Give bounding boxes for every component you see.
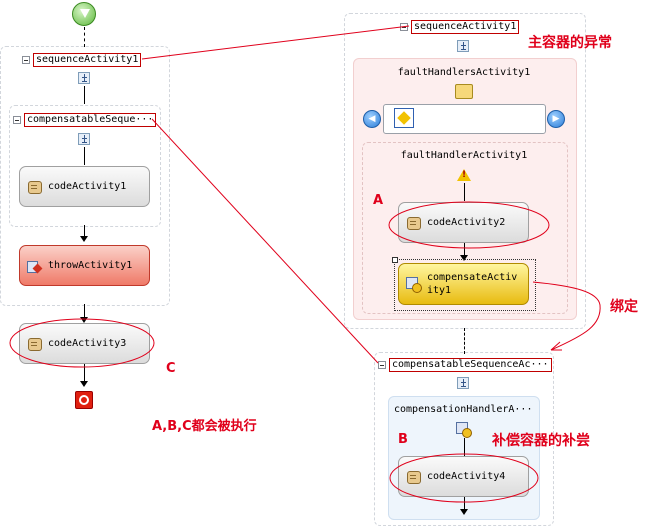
nav-right-button[interactable]: ▶ [547,110,565,128]
warning-icon [457,169,471,181]
drop-handle-icon[interactable] [78,133,90,145]
throw-activity-1[interactable]: throwActivity1 [19,245,150,286]
code-activity-3[interactable]: codeActivity3 [19,323,150,364]
bind-arrowhead [550,341,562,351]
compensate-activity-1[interactable]: compensateActiv ity1 [398,263,529,305]
link-line-sequence [141,25,410,60]
left-sequence-container[interactable] [0,46,170,306]
connector [84,27,86,47]
scroll-icon [405,215,421,231]
connector [464,328,466,354]
collapse-icon[interactable] [22,56,30,64]
mark-b: B [398,432,408,447]
activity-label: codeActivity2 [427,217,506,228]
fault-handlers-icon [455,84,473,99]
fault-handler-tab[interactable] [394,108,414,128]
code-activity-4[interactable]: codeActivity4 [398,456,529,497]
activity-label: codeActivity3 [48,338,127,349]
collapse-icon[interactable] [13,116,21,124]
workflow-start-icon [72,2,96,26]
fault-handlers-label: faultHandlersActivity1 [397,67,531,78]
fault-handler-strip[interactable] [383,104,546,134]
right-compensatable-header[interactable]: compensatableSequenceAc··· [378,358,552,372]
activity-label-line1: compensateActiv [427,272,518,283]
ellipse-b [389,453,539,503]
drop-handle-icon[interactable] [78,72,90,84]
fault-handler-container[interactable] [362,142,568,314]
right-compensatable-label: compensatableSequenceAc··· [389,358,552,372]
scroll-icon [405,469,421,485]
drop-handle-icon[interactable] [457,40,469,52]
activity-label: codeActivity1 [48,181,127,192]
collapse-icon[interactable] [378,361,386,369]
right-compensatable-container[interactable] [374,352,554,526]
drop-handle-icon[interactable] [457,377,469,389]
note-bind: 绑定 [610,299,638,315]
note-main-exception: 主容器的异常 [528,35,612,51]
right-sequence-label: sequenceActivity1 [411,20,520,34]
left-sequence-header[interactable]: sequenceActivity1 [22,53,142,67]
fault-handler-label: faultHandlerActivity1 [400,150,528,161]
compensation-handler-label: compensationHandlerA··· [394,404,533,415]
scroll-icon [26,336,42,352]
left-compensatable-container[interactable] [9,105,161,227]
ellipse-a [388,201,550,249]
left-sequence-label: sequenceActivity1 [33,53,142,67]
mark-c: C [166,361,176,376]
left-compensatable-label: compensatableSeque··· [24,113,157,127]
ellipse-c [9,318,155,368]
scroll-icon [26,179,42,195]
compensation-handler-icon [455,421,472,438]
link-line-compensatable [151,118,379,364]
activity-label: codeActivity4 [427,471,506,482]
left-compensatable-header[interactable]: compensatableSeque··· [13,113,157,127]
nav-left-button[interactable]: ◀ [363,110,381,128]
compensate-icon [405,276,422,293]
note-all-executed: A,B,C都会被执行 [152,419,257,434]
mark-a: A [373,193,384,208]
activity-label-line2: ity1 [427,285,452,296]
workflow-end-icon [75,391,93,409]
right-sequence-container[interactable] [344,13,586,329]
note-compensation: 补偿容器的补尝 [492,433,590,449]
bind-curve [532,281,601,351]
activity-label: throwActivity1 [48,260,133,271]
selection-box [394,259,536,311]
throw-icon [26,258,42,274]
code-activity-1[interactable]: codeActivity1 [19,166,150,207]
